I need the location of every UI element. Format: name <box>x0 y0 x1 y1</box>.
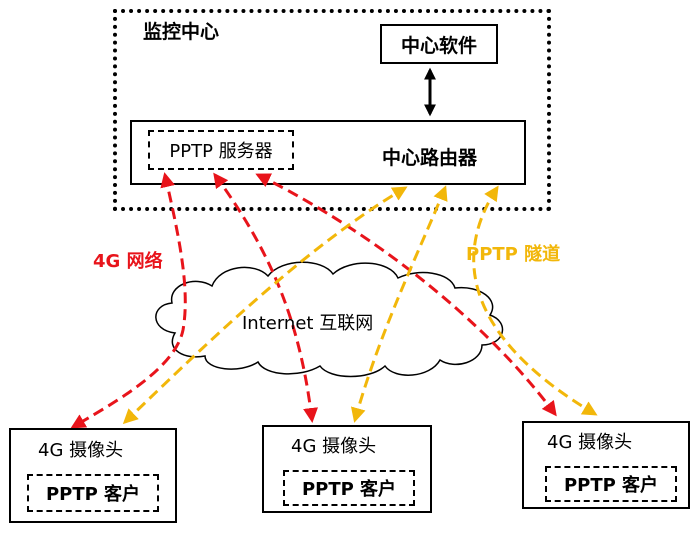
pptp-client-box-2: PPTP 客户 <box>283 470 415 506</box>
tunnel-arrow-middle <box>350 185 448 423</box>
network-label: 4G 网络 <box>93 251 163 272</box>
internet-cloud-label: Internet 互联网 <box>242 313 374 334</box>
center-router-label: 中心路由器 <box>382 147 478 169</box>
network-arrow-left <box>70 172 187 429</box>
camera-title-3: 4G 摄像头 <box>547 432 633 453</box>
pptp-client-box-3: PPTP 客户 <box>545 466 677 502</box>
pptp-client-box-1: PPTP 客户 <box>27 474 159 512</box>
tunnel-label: PPTP 隧道 <box>466 244 561 265</box>
camera-title-1: 4G 摄像头 <box>38 440 124 461</box>
pptp-server-box: PPTP 服务器 <box>148 130 294 170</box>
monitoring-center-title: 监控中心 <box>143 21 220 43</box>
tunnel-arrow-right <box>472 185 598 416</box>
center-software-box: 中心软件 <box>380 24 498 64</box>
camera-title-2: 4G 摄像头 <box>291 436 377 457</box>
